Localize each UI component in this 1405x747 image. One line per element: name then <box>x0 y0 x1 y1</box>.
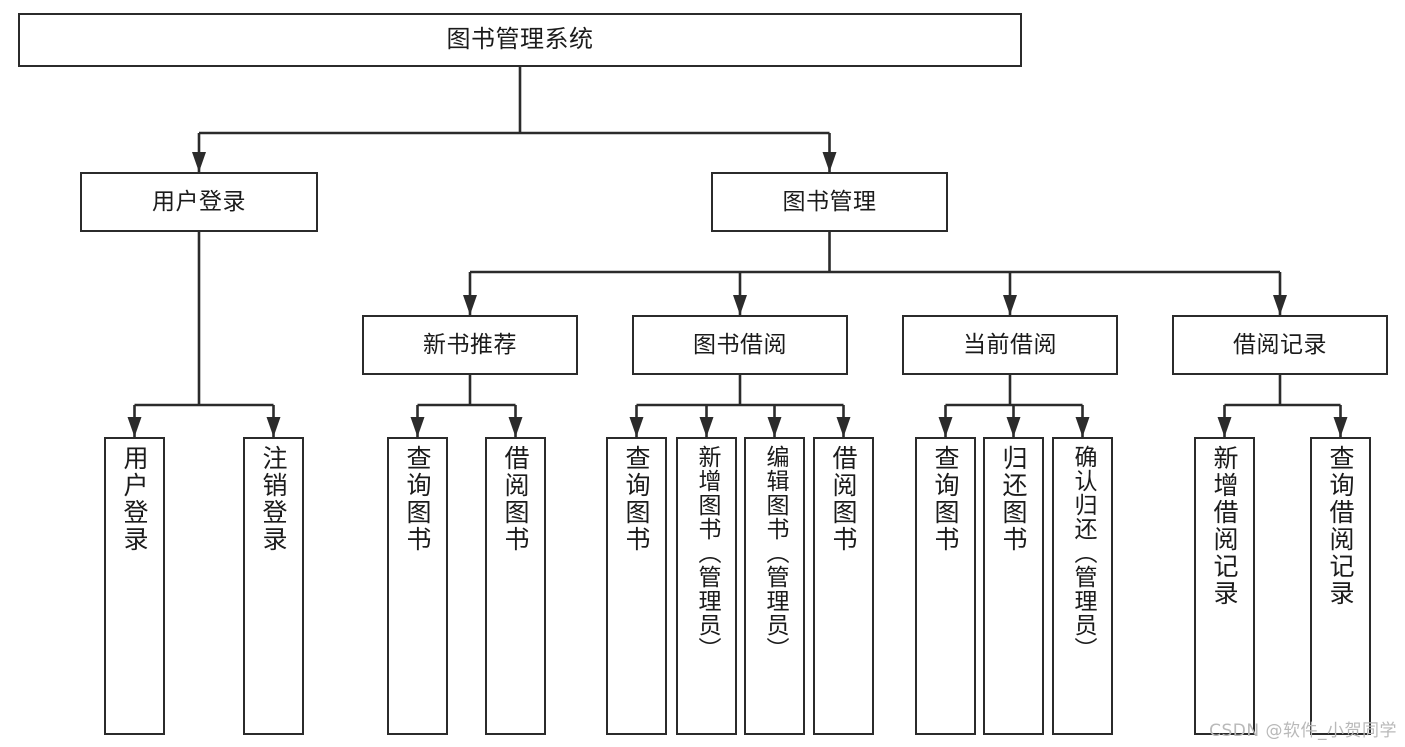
node-leaf-edit-book[interactable]: 编辑图书（管理员） <box>744 437 805 735</box>
node-leaf-query-record[interactable]: 查询借阅记录 <box>1310 437 1371 735</box>
node-borrow-record[interactable]: 借阅记录 <box>1172 315 1388 375</box>
arrowhead-icon-leaf-query-book-new <box>410 417 425 437</box>
arrowhead-icon-book-borrow <box>733 295 747 315</box>
node-label-borrow-record: 借阅记录 <box>1233 331 1327 358</box>
arrowhead-icon-user-login <box>192 152 206 172</box>
node-leaf-borrow-book-new[interactable]: 借阅图书 <box>485 437 546 735</box>
node-label-leaf-logout: 注销登录 <box>259 445 288 553</box>
arrowhead-icon-leaf-confirm-return <box>1075 417 1090 437</box>
node-book-borrow[interactable]: 图书借阅 <box>632 315 848 375</box>
node-label-leaf-user-login: 用户登录 <box>120 445 149 553</box>
node-leaf-confirm-return[interactable]: 确认归还（管理员） <box>1052 437 1113 735</box>
arrowhead-icon-leaf-return-book <box>1006 417 1021 437</box>
node-book-management[interactable]: 图书管理 <box>711 172 948 232</box>
arrowhead-icon-leaf-query-book-current <box>938 417 953 437</box>
node-label-new-book-recommend: 新书推荐 <box>423 331 517 358</box>
arrowhead-icon-leaf-borrow-book-new <box>508 417 523 437</box>
node-label-leaf-edit-book: 编辑图书（管理员） <box>762 445 788 661</box>
node-label-leaf-query-book-new: 查询图书 <box>403 445 432 553</box>
arrowhead-icon-leaf-query-book-borrow <box>629 417 644 437</box>
node-new-book-recommend[interactable]: 新书推荐 <box>362 315 578 375</box>
arrowhead-icon-leaf-user-login <box>127 417 142 437</box>
node-label-current-borrow: 当前借阅 <box>963 331 1057 358</box>
arrowhead-icon-leaf-query-record <box>1333 417 1348 437</box>
node-leaf-logout[interactable]: 注销登录 <box>243 437 304 735</box>
watermark-text: CSDN @软件_小贺同学 <box>1209 721 1397 741</box>
arrowhead-icon-borrow-record <box>1273 295 1287 315</box>
node-label-leaf-borrow-book: 借阅图书 <box>829 445 858 553</box>
node-label-leaf-add-record: 新增借阅记录 <box>1210 445 1239 607</box>
arrowhead-icon-leaf-logout <box>266 417 281 437</box>
node-user-login[interactable]: 用户登录 <box>80 172 318 232</box>
node-leaf-borrow-book[interactable]: 借阅图书 <box>813 437 874 735</box>
node-label-leaf-confirm-return: 确认归还（管理员） <box>1070 445 1096 661</box>
node-label-leaf-add-book: 新增图书（管理员） <box>694 445 720 661</box>
node-label-leaf-borrow-book-new: 借阅图书 <box>501 445 530 553</box>
arrowhead-icon-leaf-add-record <box>1217 417 1232 437</box>
node-label-root: 图书管理系统 <box>446 25 594 54</box>
node-leaf-add-record[interactable]: 新增借阅记录 <box>1194 437 1255 735</box>
arrowhead-icon-leaf-add-book <box>699 417 714 437</box>
node-root[interactable]: 图书管理系统 <box>18 13 1022 67</box>
arrowhead-icon-leaf-edit-book <box>767 417 782 437</box>
node-leaf-query-book-new[interactable]: 查询图书 <box>387 437 448 735</box>
node-leaf-query-book-current[interactable]: 查询图书 <box>915 437 976 735</box>
node-leaf-user-login[interactable]: 用户登录 <box>104 437 165 735</box>
node-leaf-return-book[interactable]: 归还图书 <box>983 437 1044 735</box>
node-label-book-management: 图书管理 <box>782 188 877 215</box>
node-label-leaf-query-book-current: 查询图书 <box>931 445 960 553</box>
arrowhead-icon-leaf-borrow-book <box>836 417 851 437</box>
node-leaf-query-book-borrow[interactable]: 查询图书 <box>606 437 667 735</box>
node-label-leaf-query-record: 查询借阅记录 <box>1326 445 1355 607</box>
node-label-leaf-return-book: 归还图书 <box>999 445 1028 553</box>
arrowhead-icon-current-borrow <box>1003 295 1017 315</box>
node-label-book-borrow: 图书借阅 <box>693 331 787 358</box>
node-label-leaf-query-book-borrow: 查询图书 <box>622 445 651 553</box>
node-label-user-login: 用户登录 <box>152 188 246 215</box>
arrowhead-icon-new-book-recommend <box>463 295 477 315</box>
arrowhead-icon-book-management <box>822 152 837 172</box>
node-current-borrow[interactable]: 当前借阅 <box>902 315 1118 375</box>
node-leaf-add-book[interactable]: 新增图书（管理员） <box>676 437 737 735</box>
